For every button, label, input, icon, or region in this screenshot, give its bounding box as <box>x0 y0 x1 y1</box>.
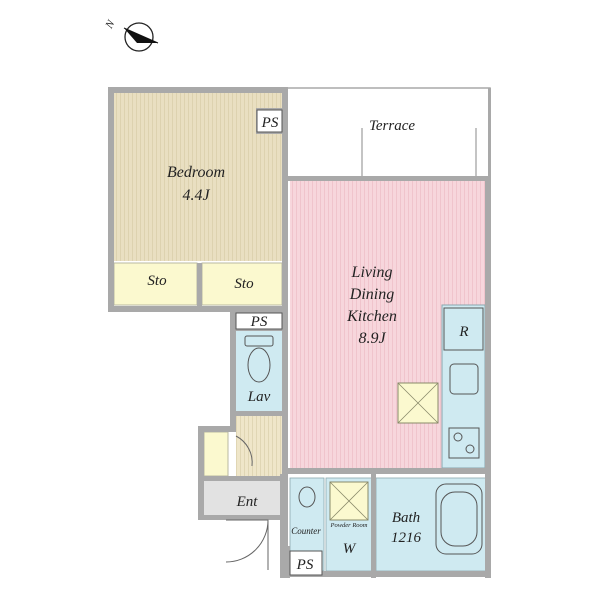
terrace-label: Terrace <box>369 118 415 134</box>
stove-burner-2 <box>465 444 475 454</box>
entrance-label: Ent <box>236 494 259 510</box>
entrance-area <box>202 481 282 519</box>
ps-label-bottom: PS <box>296 557 314 573</box>
compass-axis <box>123 27 159 44</box>
lavatory-label: Lav <box>247 389 271 405</box>
entry-door-swing <box>225 519 269 563</box>
bathtub-inner <box>440 491 478 547</box>
compass-north-label: N <box>103 18 118 32</box>
terrace-area <box>285 87 491 179</box>
counter-basin <box>298 486 316 508</box>
washer-label: W <box>343 541 357 557</box>
toilet <box>244 335 274 383</box>
counter-label: Counter <box>291 526 321 536</box>
storage-left-label: Sto <box>147 273 167 289</box>
hall-door-swing <box>235 435 253 467</box>
bedroom-size: 4.4J <box>182 187 210 204</box>
ps-box-top <box>256 109 283 133</box>
ps-box-bottom <box>289 550 323 576</box>
washer-box <box>329 481 369 521</box>
compass: N <box>103 18 159 52</box>
stove-burner-1 <box>453 432 463 442</box>
bath-area <box>375 477 487 572</box>
powder-room-label: Powder Room <box>329 522 367 529</box>
ldk-label-kitchen: Kitchen <box>346 308 397 325</box>
ldk-label-dining: Dining <box>349 286 394 303</box>
ldk-label-living: Living <box>351 264 393 281</box>
bedroom-label: Bedroom <box>167 164 225 181</box>
sink <box>449 363 479 395</box>
ps-box-middle <box>235 312 283 330</box>
ps-label-top: PS <box>261 115 279 131</box>
bathtub <box>435 483 483 555</box>
storage-right-label: Sto <box>234 276 254 292</box>
ldk-size: 8.9J <box>358 330 386 347</box>
refrigerator-box <box>443 307 484 351</box>
refrigerator-label: R <box>458 324 468 340</box>
shoebox-area <box>203 431 229 477</box>
stove <box>448 427 480 459</box>
ceiling-hatch <box>397 382 439 424</box>
lavatory-area <box>236 331 282 413</box>
bath-label: Bath <box>392 510 420 526</box>
bath-size: 1216 <box>391 530 422 546</box>
bedroom-area <box>114 93 282 261</box>
ps-label-middle: PS <box>250 314 268 330</box>
hall-area <box>236 416 282 476</box>
storage-left-area <box>113 262 198 306</box>
